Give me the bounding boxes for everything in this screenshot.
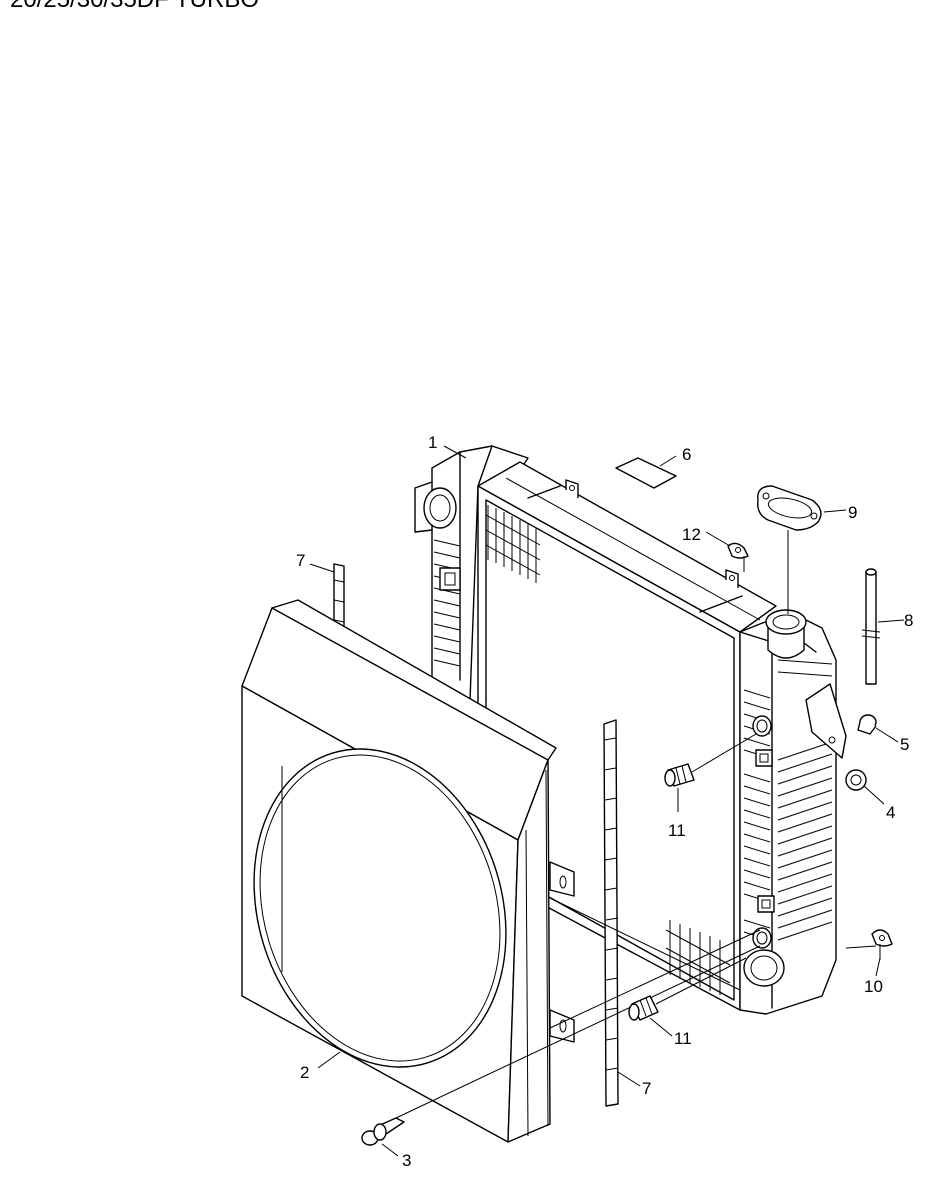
callout-2: 2 xyxy=(300,1063,309,1082)
radiator-cap xyxy=(757,485,822,614)
callout-5: 5 xyxy=(900,735,909,754)
fan-shroud xyxy=(241,599,575,1143)
label-plate xyxy=(615,457,677,489)
hose-fitting-lower xyxy=(628,957,747,1021)
callout-1: 1 xyxy=(428,433,437,452)
diagram-title: 20/25/30/35DF TURBO xyxy=(10,0,259,14)
hose-clip-upper xyxy=(727,542,749,572)
callout-3: 3 xyxy=(402,1151,411,1170)
washer xyxy=(845,769,867,791)
callout-10: 10 xyxy=(864,977,883,996)
hose-clip-lower xyxy=(871,929,893,960)
seal-strip-side xyxy=(603,719,619,1107)
callout-6: 6 xyxy=(682,445,691,464)
callout-8: 8 xyxy=(904,611,913,630)
callout-9: 9 xyxy=(848,503,857,522)
leader-lines xyxy=(309,445,905,1157)
callout-7-side: 7 xyxy=(642,1079,651,1098)
mounting-bolt xyxy=(361,1117,405,1146)
drain-plug xyxy=(857,714,877,735)
callout-12: 12 xyxy=(682,525,701,544)
callout-11-upper: 11 xyxy=(668,821,686,840)
overflow-hose xyxy=(861,568,881,685)
hose-fitting-upper xyxy=(664,733,757,787)
callout-11-lower: 11 xyxy=(674,1029,692,1048)
callout-4: 4 xyxy=(886,803,895,822)
callout-7-rear: 7 xyxy=(296,551,305,570)
